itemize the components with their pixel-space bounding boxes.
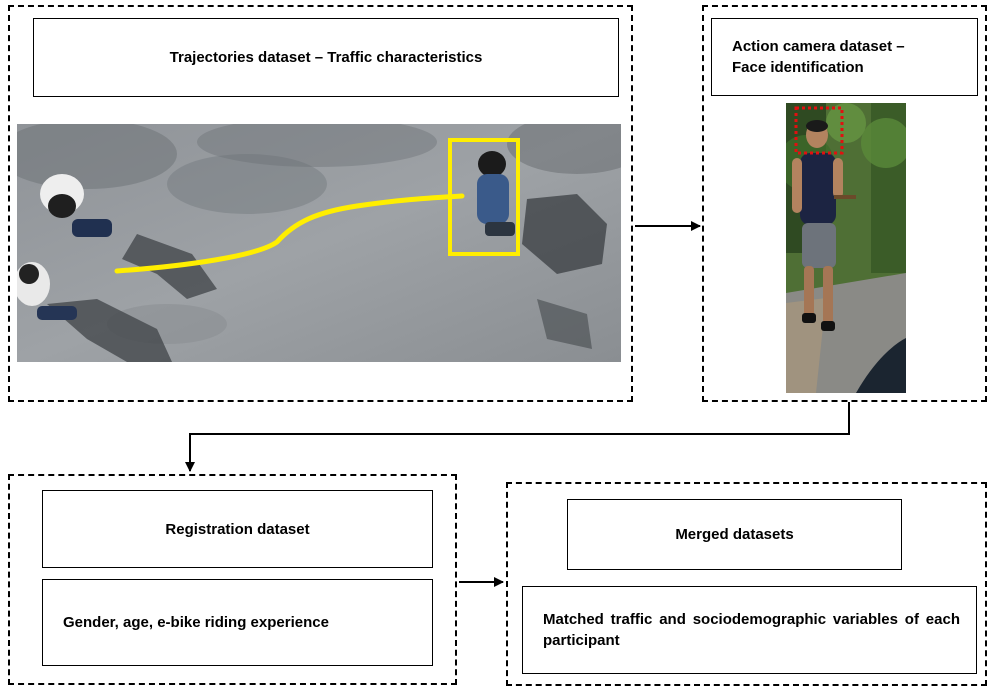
trajectories-title: Trajectories dataset – Traffic character… — [169, 49, 483, 66]
merged-details-box: Matched traffic and sociodemographic var… — [522, 586, 977, 674]
trajectories-title-box: Trajectories dataset – Traffic character… — [33, 18, 619, 97]
action-camera-image — [786, 103, 906, 393]
trajectories-panel — [8, 5, 633, 402]
registration-title-box: Registration dataset — [42, 490, 433, 568]
action-camera-panel — [702, 5, 987, 402]
registration-details: Gender, age, e-bike riding experience — [63, 614, 329, 631]
action-camera-title-box: Action camera dataset – Face identificat… — [711, 18, 978, 96]
aerial-trajectory-image — [17, 124, 621, 362]
registration-panel — [8, 474, 457, 685]
registration-details-box: Gender, age, e-bike riding experience — [42, 579, 433, 666]
registration-title: Registration dataset — [165, 520, 310, 538]
merged-title: Merged datasets — [675, 526, 794, 543]
merged-title-box: Merged datasets — [567, 499, 902, 570]
merged-panel — [506, 482, 987, 686]
action-camera-title-line2: Face identification — [732, 59, 864, 76]
action-camera-title-line1: Action camera dataset – — [732, 38, 905, 55]
merged-details: Matched traffic and sociodemographic var… — [543, 611, 960, 649]
arrow-camera-to-registration — [185, 402, 850, 472]
